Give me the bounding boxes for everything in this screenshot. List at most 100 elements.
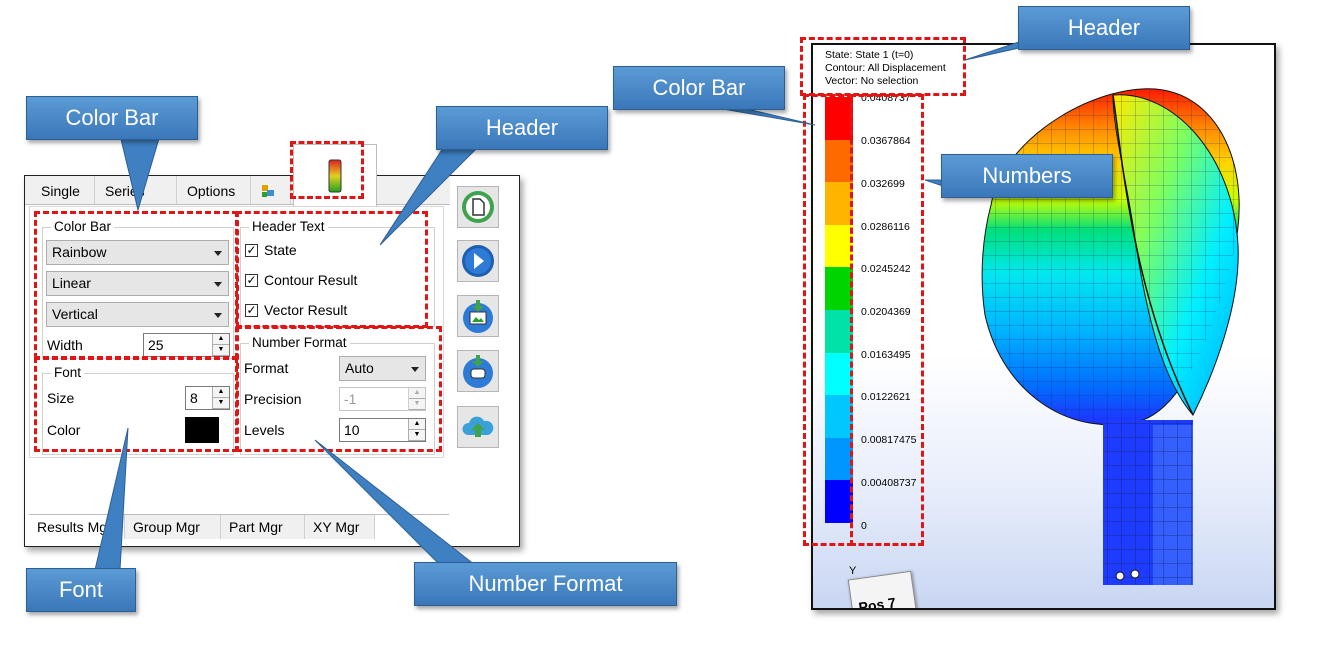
stepper-up-icon[interactable]: ▲ [409,388,425,399]
chevron-down-icon [411,367,419,372]
color-bar-value: 0.00817475 [861,434,917,446]
chevron-down-icon [214,282,222,287]
color-bar [825,97,853,523]
import-image-button[interactable] [457,295,499,337]
cloud-upload-button[interactable] [457,406,499,448]
levels-stepper[interactable]: 10 ▲▼ [339,418,426,442]
callout-font: Font [26,568,136,612]
top-tab-strip: Single Series Options [25,176,450,205]
scale-value: Linear [52,275,91,291]
color-bar-value: 0.0367864 [861,135,911,147]
font-size-stepper[interactable]: 8 ▲▼ [185,386,230,410]
header-text-group: Header Text [240,219,435,327]
color-bar-value: 0.0163495 [861,349,911,361]
callout-color-bar-right: Color Bar [613,66,785,110]
highlight-numbers [850,94,924,546]
contour-result-label: Contour Result [264,272,358,288]
color-bar-value: 0.0204369 [861,306,911,318]
precision-stepper[interactable]: -1 ▲▼ [339,387,426,411]
width-stepper[interactable]: 25 ▲▼ [143,333,230,357]
callout-header-left: Header [436,106,608,150]
font-group: Font [42,365,234,455]
orientation-select[interactable]: Vertical [46,302,229,327]
font-color-swatch[interactable] [185,417,219,443]
color-scheme-select[interactable]: Rainbow [46,240,229,265]
color-bar-segment [825,97,853,140]
legend-icon [262,185,274,197]
precision-label: Precision [244,391,302,407]
number-format-group-title: Number Format [249,335,350,350]
width-label: Width [47,337,83,353]
play-button[interactable] [457,240,499,282]
stepper-down-icon[interactable]: ▼ [409,399,425,410]
color-bar-segment [825,395,853,438]
contour-result-checkbox[interactable]: ✓ [245,273,258,287]
color-scheme-value: Rainbow [52,244,107,260]
color-bar-segment [825,437,853,481]
stepper-up-icon[interactable]: ▲ [409,419,425,430]
color-bar-value: 0 [861,520,867,532]
tab-xy-mgr[interactable]: XY Mgr [305,515,375,539]
chevron-down-icon [214,313,222,318]
callout-number-format: Number Format [414,562,677,606]
font-size-value: 8 [190,390,198,406]
tab-options[interactable]: Options [177,176,251,204]
highlight-color-bar-tab [290,141,364,199]
bottom-tab-strip: Results Mgr Group Mgr Part Mgr XY Mgr [29,514,449,539]
color-bar-value: 0.00408737 [861,477,917,489]
import-icon [463,355,493,388]
import-button[interactable] [457,350,499,392]
callout-color-bar-left: Color Bar [26,96,198,140]
levels-label: Levels [244,422,285,438]
vector-result-checkbox[interactable]: ✓ [245,303,258,317]
chevron-down-icon [214,251,222,256]
scale-select[interactable]: Linear [46,271,229,296]
state-label: State [264,242,297,258]
stepper-up-icon[interactable]: ▲ [213,334,229,345]
stepper-down-icon[interactable]: ▼ [409,430,425,441]
format-value: Auto [345,360,374,376]
color-bar-segment [825,224,853,268]
stepper-up-icon[interactable]: ▲ [213,387,229,398]
width-value: 25 [148,337,164,353]
color-bar-group-title: Color Bar [51,219,115,234]
stepper-down-icon[interactable]: ▼ [213,345,229,356]
stepper-down-icon[interactable]: ▼ [213,398,229,409]
header-contour-line: Contour: All Displacement [825,62,946,74]
color-bar-segment [825,267,853,310]
highlight-number-format-group [236,326,442,452]
tab-single[interactable]: Single [31,176,95,204]
orientation-value: Vertical [52,306,98,322]
import-image-icon [463,300,493,333]
play-icon [462,245,494,277]
new-page-button[interactable] [457,186,499,228]
color-bar-segment [825,309,853,353]
color-bar-segment [825,352,853,396]
callout-numbers: Numbers [941,154,1113,198]
cloud-upload-icon [462,416,494,437]
color-bar-value: 0.0245242 [861,263,911,275]
state-checkbox[interactable]: ✓ [245,243,258,257]
header-text-group-title: Header Text [249,219,328,234]
tab-part-mgr[interactable]: Part Mgr [221,515,305,539]
callout-header-right: Header [1018,6,1190,50]
font-group-title: Font [51,365,85,380]
format-label: Format [244,360,289,376]
vector-result-label: Vector Result [264,302,348,318]
color-bar-value: 0.0122621 [861,391,911,403]
new-page-icon [462,191,494,223]
tab-group-mgr[interactable]: Group Mgr [125,515,221,539]
header-state-line: State: State 1 (t=0) [825,49,914,61]
number-format-group: Number Format [240,335,435,455]
color-bar-value: 0.0286116 [861,221,910,233]
header-vector-line: Vector: No selection [825,75,919,87]
format-select[interactable]: Auto [339,356,426,381]
color-bar-segment [825,182,853,225]
font-color-label: Color [47,422,81,438]
font-size-label: Size [47,390,75,406]
color-bar-value: 0.032699 [861,178,905,190]
color-bar-icon [328,159,342,193]
levels-value: 10 [344,422,360,438]
color-bar-segment [825,480,853,523]
